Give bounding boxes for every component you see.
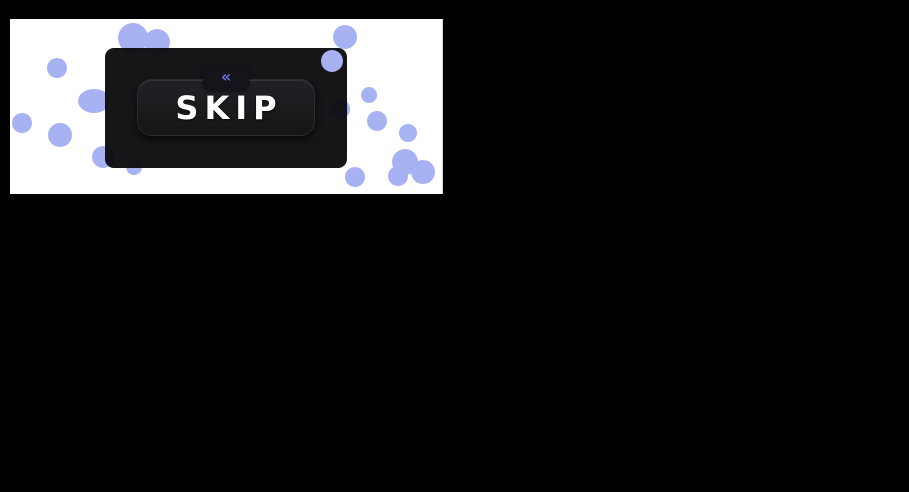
paint-blob	[392, 149, 418, 175]
collapse-tab-button[interactable]: «	[203, 66, 249, 90]
paint-blob	[47, 58, 67, 78]
paint-blob	[399, 124, 417, 142]
paint-blob	[48, 123, 72, 147]
paint-blob	[12, 113, 32, 133]
paint-blob	[361, 87, 377, 103]
paint-blob	[333, 25, 357, 49]
paint-blob	[388, 166, 408, 186]
paint-blob	[367, 111, 387, 131]
skip-overlay: « SKIP	[105, 48, 347, 168]
drawing-canvas[interactable]: « SKIP	[10, 19, 443, 194]
paint-blob	[345, 167, 365, 187]
chevron-double-left-icon: «	[220, 67, 232, 86]
paint-blob	[411, 160, 435, 184]
